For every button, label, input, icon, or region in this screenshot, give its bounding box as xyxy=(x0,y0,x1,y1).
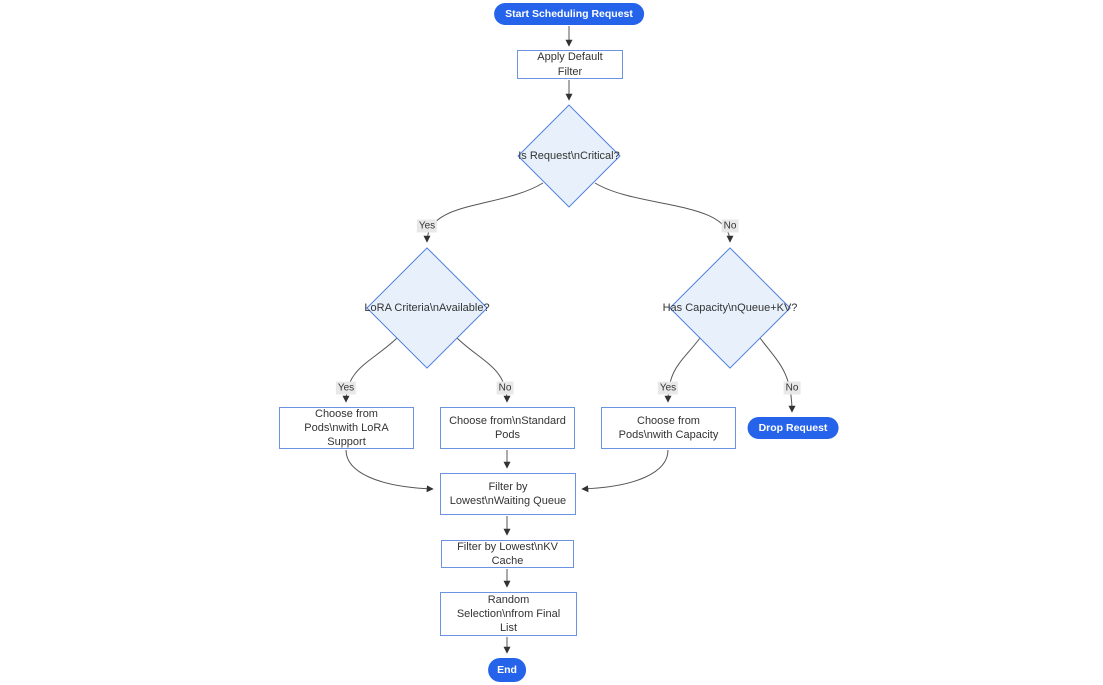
random-selection-label: Random Selection\nfrom Final List xyxy=(456,593,561,635)
choose-standard-pods-label: Choose from\nStandard Pods xyxy=(449,414,566,441)
edge-label-capacity-no: No xyxy=(783,381,801,395)
edge-label-capacity-yes: Yes xyxy=(657,381,679,395)
filter-kv-cache-node: Filter by Lowest\nKV Cache xyxy=(441,540,574,568)
has-capacity-decision: Has Capacity\nQueue+KV? xyxy=(662,247,798,369)
lora-criteria-label: LoRA Criteria\nAvailable? xyxy=(364,302,490,314)
filter-waiting-queue-label: Filter by Lowest\nWaiting Queue xyxy=(449,480,567,507)
edge-label-lora-no: No xyxy=(496,381,514,395)
choose-standard-pods-node: Choose from\nStandard Pods xyxy=(440,407,575,449)
apply-default-filter-node: Apply Default Filter xyxy=(517,50,623,79)
apply-default-filter-label: Apply Default Filter xyxy=(537,51,603,78)
choose-capacity-pods-node: Choose from Pods\nwith Capacity xyxy=(601,407,736,449)
choose-lora-pods-node: Choose from Pods\nwith LoRA Support xyxy=(279,407,414,449)
choose-capacity-pods-label: Choose from Pods\nwith Capacity xyxy=(618,414,719,441)
random-selection-node: Random Selection\nfrom Final List xyxy=(440,592,577,636)
is-request-critical-decision: Is Request\nCritical? xyxy=(517,104,621,208)
edge-capacity-no-to-drop-request xyxy=(759,337,796,413)
drop-request-node: Drop Request xyxy=(747,417,839,439)
filter-waiting-queue-node: Filter by Lowest\nWaiting Queue xyxy=(440,473,576,515)
end-node: End xyxy=(488,658,526,682)
has-capacity-label: Has Capacity\nQueue+KV? xyxy=(662,302,798,314)
is-request-critical-label: Is Request\nCritical? xyxy=(518,150,620,162)
choose-lora-pods-label: Choose from Pods\nwith LoRA Support xyxy=(304,407,389,449)
edge-choose-lora-to-filter-queue xyxy=(345,449,434,493)
edge-label-critical-yes: Yes xyxy=(416,219,438,233)
edge-label-critical-no: No xyxy=(721,219,739,233)
filter-kv-cache-label: Filter by Lowest\nKV Cache xyxy=(457,540,558,567)
lora-criteria-decision: LoRA Criteria\nAvailable? xyxy=(364,247,490,369)
edge-label-lora-yes: Yes xyxy=(335,381,357,395)
start-node: Start Scheduling Request xyxy=(494,3,644,25)
edge-choose-capacity-to-filter-queue xyxy=(581,449,669,493)
